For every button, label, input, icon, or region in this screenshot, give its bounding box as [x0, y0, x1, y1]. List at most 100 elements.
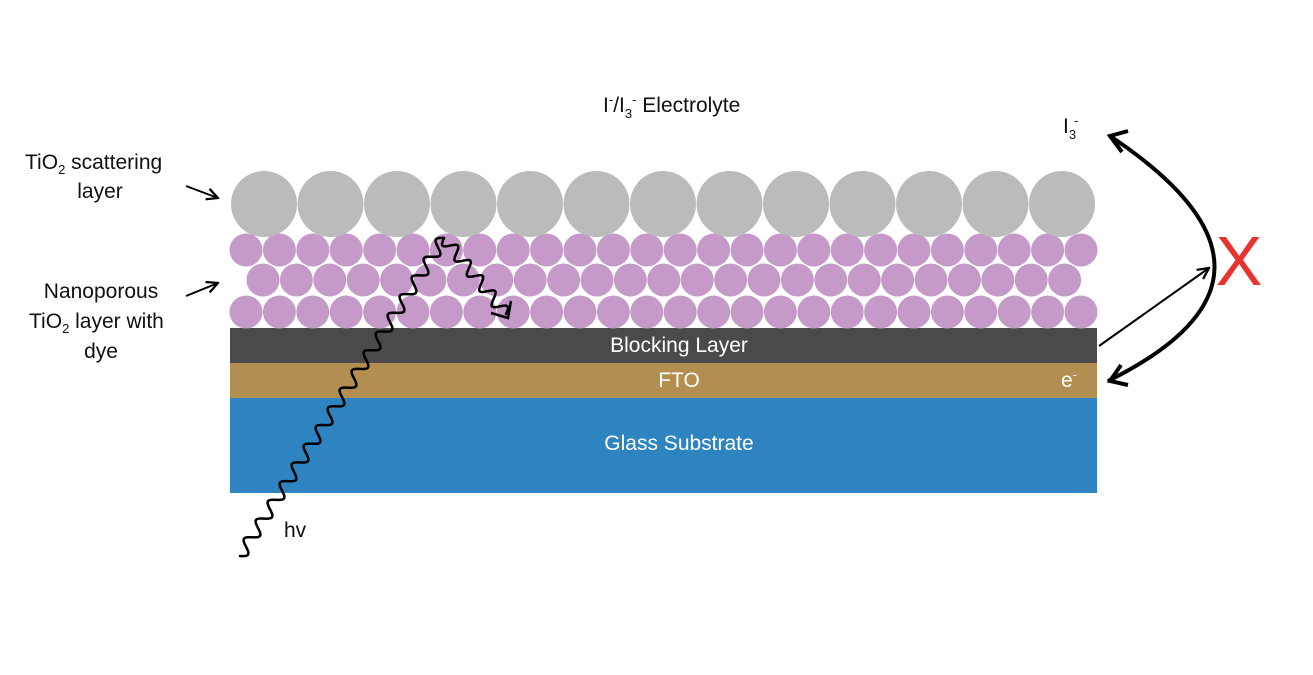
nanoporous-particle — [463, 233, 497, 267]
nanoporous-particle — [1031, 295, 1065, 329]
nanoporous-particle — [262, 233, 296, 267]
nanoporous-particle — [997, 233, 1031, 267]
nanoporous-particle — [279, 263, 313, 297]
nanoporous-particle — [530, 295, 564, 329]
nanoporous-particle — [563, 233, 597, 267]
nanoporous-particle — [396, 295, 430, 329]
scattering-particle — [297, 171, 364, 237]
electron-label: e- — [1061, 367, 1077, 392]
scattering-tio2-particles — [231, 171, 1095, 237]
nanoporous-particle — [229, 295, 263, 329]
nanoporous-particle — [697, 233, 731, 267]
nanoporous-particle — [262, 295, 296, 329]
nanoporous-particle — [697, 295, 731, 329]
scattering-particle — [763, 171, 829, 237]
nanoporous-particle — [797, 233, 831, 267]
glass-substrate-label: Glass Substrate — [604, 432, 753, 455]
photon-wave-incident — [238, 236, 446, 558]
nanoporous-particle — [329, 233, 363, 267]
nanoporous-particle — [346, 263, 380, 297]
triiodide-label: I3- — [1063, 113, 1078, 142]
nanoporous-particle — [663, 295, 697, 329]
fto-layer-label: FTO — [658, 369, 700, 392]
nanoporous-particle — [830, 233, 864, 267]
scattering-pointer-arrow — [185, 185, 218, 198]
nanoporous-particle — [814, 263, 848, 297]
photon-wave-scattered — [440, 236, 510, 316]
nanoporous-particle — [730, 295, 764, 329]
nanoporous-particle — [413, 263, 447, 297]
nanoporous-particle — [563, 295, 597, 329]
nanoporous-particle — [1048, 263, 1082, 297]
nanoporous-particle — [881, 263, 915, 297]
nanoporous-particle — [663, 233, 697, 267]
photon-label: hv — [284, 519, 307, 542]
nanoporous-particle — [847, 263, 881, 297]
nanoporous-particle — [429, 295, 463, 329]
nanoporous-particle — [547, 263, 581, 297]
nanoporous-particle — [630, 295, 664, 329]
nanoporous-particle — [1064, 233, 1098, 267]
glass-substrate-layer — [230, 398, 1097, 493]
nanoporous-particle — [964, 295, 998, 329]
blocked-recombination-mark: X — [1216, 222, 1263, 300]
scattering-particle — [630, 171, 696, 237]
nanoporous-particle — [380, 263, 414, 297]
nanoporous-particle — [797, 295, 831, 329]
nanoporous-particle — [1014, 263, 1048, 297]
nanoporous-particle — [1064, 295, 1098, 329]
scattering-particle — [497, 171, 563, 237]
nanoporous-particle — [964, 233, 998, 267]
nanoporous-particle — [580, 263, 614, 297]
nanoporous-particle — [613, 263, 647, 297]
nanoporous-particle — [864, 295, 898, 329]
nanoporous-particle — [897, 295, 931, 329]
nanoporous-particle — [981, 263, 1015, 297]
nanoporous-particle — [630, 233, 664, 267]
nanoporous-particle — [329, 295, 363, 329]
nanoporous-particle — [730, 233, 764, 267]
nanoporous-tio2-particles — [229, 233, 1098, 329]
nanoporous-particle — [1031, 233, 1065, 267]
recombination-arrowhead-bottom — [1106, 363, 1129, 387]
nanoporous-layer-label-line3: dye — [84, 340, 118, 363]
nanoporous-particle — [714, 263, 748, 297]
nanoporous-layer-label-line1: Nanoporous — [44, 280, 158, 303]
nanoporous-particle — [480, 263, 514, 297]
scattering-particle — [364, 171, 430, 237]
scattering-layer-label: TiO2 scattering — [25, 151, 162, 177]
nanoporous-particle — [914, 263, 948, 297]
nanoporous-particle — [229, 233, 263, 267]
nanoporous-particle — [463, 295, 497, 329]
electrolyte-label: I-/I3- Electrolyte — [603, 92, 740, 121]
scattering-layer-label-line2: layer — [77, 180, 123, 203]
nanoporous-particle — [930, 233, 964, 267]
nanoporous-particle — [647, 263, 681, 297]
nanoporous-particle — [747, 263, 781, 297]
scattering-particle — [962, 171, 1029, 237]
nanoporous-pointer-arrow — [185, 283, 218, 297]
nanoporous-particle — [930, 295, 964, 329]
blocking-layer-label: Blocking Layer — [610, 334, 748, 357]
scattering-particle — [896, 171, 962, 237]
scattering-particle — [829, 171, 896, 237]
recombination-curve — [1107, 134, 1217, 383]
scattering-particle — [430, 171, 497, 237]
nanoporous-particle — [680, 263, 714, 297]
nanoporous-layer-label-line2: TiO2 layer with — [29, 310, 164, 336]
nanoporous-particle — [997, 295, 1031, 329]
nanoporous-particle — [496, 295, 530, 329]
nanoporous-particle — [363, 233, 397, 267]
fto-layer — [230, 363, 1097, 398]
nanoporous-particle — [596, 295, 630, 329]
nanoporous-particle — [296, 233, 330, 267]
nanoporous-particle — [396, 233, 430, 267]
recombination-arrowhead-top — [1106, 129, 1129, 154]
nanoporous-particle — [897, 233, 931, 267]
nanoporous-particle — [530, 233, 564, 267]
nanoporous-particle — [596, 233, 630, 267]
nanoporous-particle — [780, 263, 814, 297]
nanoporous-particle — [763, 295, 797, 329]
nanoporous-particle — [830, 295, 864, 329]
